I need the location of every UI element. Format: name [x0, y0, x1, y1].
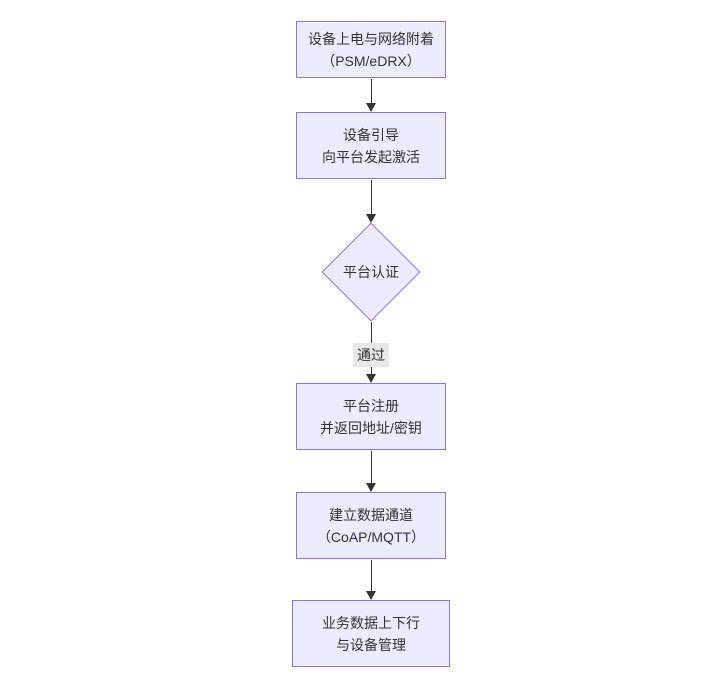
node-text-line: 建立数据通道 — [329, 506, 413, 523]
node-text-line: 设备上电与网络附着 — [308, 30, 434, 47]
edge-label-pass: 通过 — [353, 343, 389, 367]
node-device-power-attach: 设备上电与网络附着 （PSM/eDRX） — [296, 21, 446, 78]
node-text-line: （PSM/eDRX） — [321, 52, 421, 69]
node-platform-register: 平台注册 并返回地址/密钥 — [296, 383, 446, 450]
arrowhead-icon — [366, 374, 376, 383]
node-business-data-mgmt: 业务数据上下行 与设备管理 — [292, 600, 450, 667]
arrowhead-icon — [366, 483, 376, 492]
edge-line-b-c — [371, 180, 372, 214]
node-platform-auth-decision: 平台认证 — [321, 222, 421, 322]
node-text-line: 设备引导 — [343, 126, 399, 143]
edge-line-e-f — [371, 560, 372, 591]
node-text-line: 平台认证 — [343, 264, 399, 280]
arrowhead-icon — [366, 214, 376, 223]
node-text-line: 向平台发起激活 — [322, 148, 420, 165]
node-text-line: 平台注册 — [343, 397, 399, 414]
arrowhead-icon — [366, 103, 376, 112]
node-text-line: 并返回地址/密钥 — [320, 419, 422, 436]
edge-line-a-b — [371, 79, 372, 103]
node-data-channel: 建立数据通道 （CoAP/MQTT） — [296, 492, 446, 559]
node-text-line: 与设备管理 — [336, 636, 406, 653]
node-device-bootstrap: 设备引导 向平台发起激活 — [296, 112, 446, 179]
node-text-line: 业务数据上下行 — [322, 614, 420, 631]
arrowhead-icon — [366, 591, 376, 600]
node-text-line: （CoAP/MQTT） — [316, 528, 426, 545]
edge-line-d-e — [371, 451, 372, 483]
